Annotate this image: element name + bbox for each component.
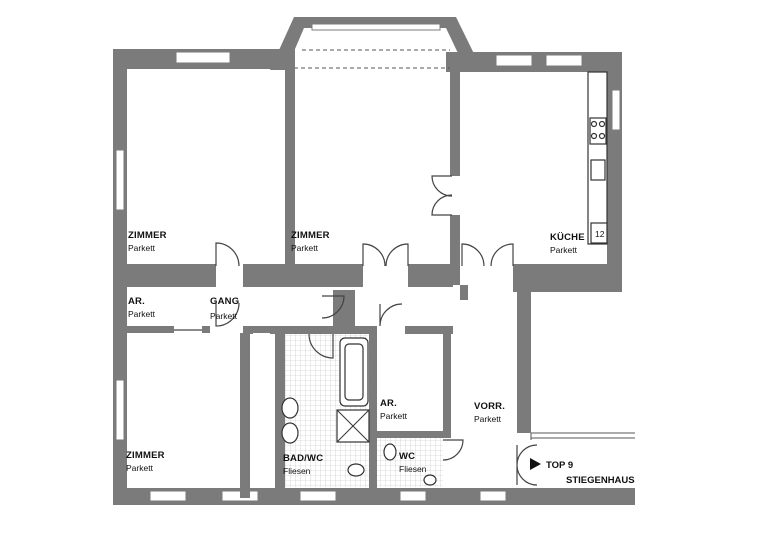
room-ar-w-floor: Parkett xyxy=(128,309,156,319)
room-bad-wc-floor: Fliesen xyxy=(283,466,311,476)
bathroom-fixtures xyxy=(281,337,437,486)
room-ar-c-name: AR. xyxy=(380,398,397,409)
room-kueche-name: KÜCHE xyxy=(550,232,585,243)
room-zimmer-sw-name: ZIMMER xyxy=(126,450,165,461)
room-zimmer-n-name: ZIMMER xyxy=(291,230,330,241)
room-zimmer-nw-name: ZIMMER xyxy=(128,230,167,241)
room-wc-floor: Fliesen xyxy=(399,464,427,474)
top-label: TOP 9 xyxy=(546,460,573,471)
entrance-arrow-icon xyxy=(530,458,541,470)
room-zimmer-sw-floor: Parkett xyxy=(126,463,154,473)
room-wc-name: WC xyxy=(399,451,415,462)
room-vorr-floor: Parkett xyxy=(474,414,502,424)
room-gang-name: GANG xyxy=(210,296,239,307)
stove-number: 12 xyxy=(595,229,605,239)
room-bad-wc-name: BAD/WC xyxy=(283,453,323,464)
interior-walls xyxy=(124,49,621,498)
room-kueche-floor: Parkett xyxy=(550,245,578,255)
kitchen-fixtures xyxy=(587,71,608,245)
room-zimmer-n-floor: Parkett xyxy=(291,243,319,253)
room-vorr-name: VORR. xyxy=(474,401,505,412)
room-ar-c-floor: Parkett xyxy=(380,411,408,421)
room-gang-floor: Parkett xyxy=(210,311,238,321)
stairwell xyxy=(530,432,635,470)
room-zimmer-nw-floor: Parkett xyxy=(128,243,156,253)
doors xyxy=(174,175,538,486)
windows xyxy=(115,23,621,502)
stairs-label: STIEGENHAUS xyxy=(566,475,635,486)
room-ar-w-name: AR. xyxy=(128,296,145,307)
